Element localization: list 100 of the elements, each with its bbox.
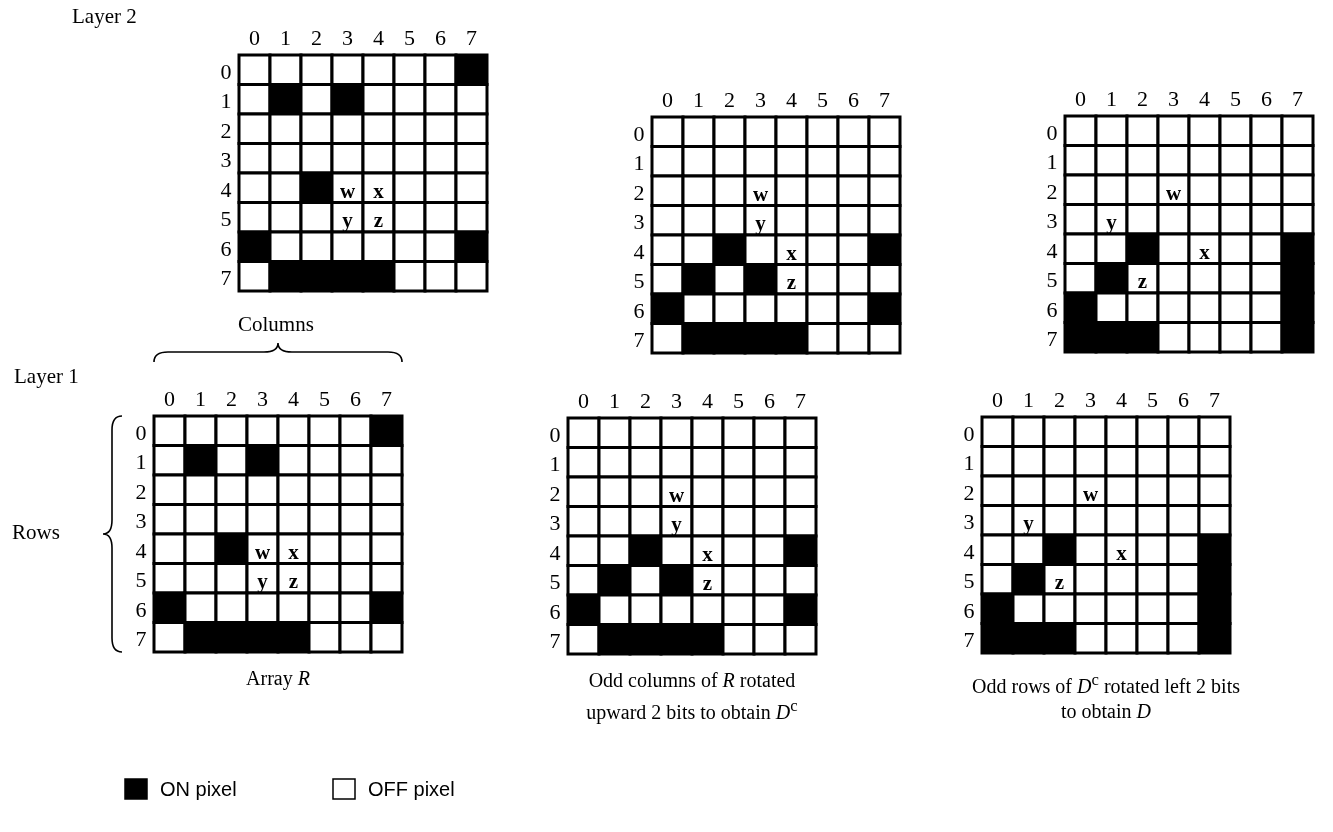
column-number: 2 bbox=[723, 89, 736, 111]
row-number: 6 bbox=[219, 237, 233, 260]
cell-letter: w bbox=[255, 541, 270, 562]
row-number: 0 bbox=[134, 421, 148, 444]
column-number: 5 bbox=[1146, 389, 1159, 411]
array-label: Odd rows of D$^{c}$ rotated left 2 bits to obtain D bbox=[972, 669, 1240, 724]
row-number: 4 bbox=[219, 178, 233, 201]
legend-label: OFF pixel bbox=[368, 777, 455, 801]
row-number: 5 bbox=[1045, 269, 1059, 292]
cell-letter: z bbox=[372, 210, 385, 230]
column-number: 2 bbox=[1053, 389, 1066, 411]
column-number: 4 bbox=[287, 388, 300, 410]
row-number: 4 bbox=[134, 539, 148, 562]
row-number: 5 bbox=[632, 270, 646, 293]
cell-letter: x bbox=[701, 543, 714, 564]
column-number: 6 bbox=[1177, 389, 1190, 411]
column-number: 0 bbox=[991, 389, 1004, 411]
cell-letter: z bbox=[287, 571, 300, 591]
row-number: 6 bbox=[134, 598, 148, 621]
row-number: 2 bbox=[632, 181, 646, 204]
column-number: 7 bbox=[465, 27, 478, 49]
row-number: 7 bbox=[134, 628, 148, 651]
row-number: 7 bbox=[548, 630, 562, 653]
row-number: 2 bbox=[548, 482, 562, 505]
column-number: 3 bbox=[754, 89, 767, 111]
row-number: 2 bbox=[219, 119, 233, 142]
axis-label: Columns bbox=[238, 312, 314, 336]
column-number: 3 bbox=[1084, 389, 1097, 411]
row-number: 4 bbox=[632, 240, 646, 263]
row-number: 5 bbox=[134, 569, 148, 592]
row-number: 0 bbox=[962, 422, 976, 445]
column-number: 6 bbox=[847, 89, 860, 111]
column-number: 6 bbox=[349, 388, 362, 410]
column-number: 3 bbox=[341, 27, 354, 49]
column-number: 2 bbox=[225, 388, 238, 410]
column-number: 1 bbox=[608, 390, 621, 412]
column-number: 4 bbox=[785, 89, 798, 111]
row-number: 3 bbox=[134, 510, 148, 533]
row-number: 7 bbox=[632, 329, 646, 352]
row-number: 6 bbox=[1045, 298, 1059, 321]
row-number: 2 bbox=[134, 480, 148, 503]
column-number: 5 bbox=[816, 89, 829, 111]
column-number: 3 bbox=[256, 388, 269, 410]
legend-label: ON pixel bbox=[160, 777, 237, 801]
row-number: 0 bbox=[1045, 121, 1059, 144]
column-number: 4 bbox=[372, 27, 385, 49]
row-number: 1 bbox=[548, 453, 562, 476]
column-number: 4 bbox=[701, 390, 714, 412]
column-number: 7 bbox=[878, 89, 891, 111]
layer-label: Layer 1 bbox=[14, 364, 79, 388]
column-number: 7 bbox=[1208, 389, 1221, 411]
row-number: 3 bbox=[219, 149, 233, 172]
row-number: 3 bbox=[548, 512, 562, 535]
cell-letter: x bbox=[287, 541, 300, 562]
row-number: 1 bbox=[219, 90, 233, 113]
cell-letter: w bbox=[1166, 182, 1181, 203]
column-number: 5 bbox=[1229, 88, 1242, 110]
row-number: 1 bbox=[632, 152, 646, 175]
row-number: 0 bbox=[548, 423, 562, 446]
column-number: 1 bbox=[279, 27, 292, 49]
column-number: 2 bbox=[639, 390, 652, 412]
cell-letter: z bbox=[701, 573, 714, 593]
column-number: 6 bbox=[434, 27, 447, 49]
column-number: 5 bbox=[403, 27, 416, 49]
column-number: 6 bbox=[763, 390, 776, 412]
column-number: 5 bbox=[318, 388, 331, 410]
row-number: 2 bbox=[962, 481, 976, 504]
row-number: 4 bbox=[1045, 239, 1059, 262]
cell-letter: x bbox=[785, 242, 798, 263]
column-number: 0 bbox=[577, 390, 590, 412]
row-number: 3 bbox=[1045, 210, 1059, 233]
array-label: Array R bbox=[245, 666, 311, 691]
row-number: 3 bbox=[962, 511, 976, 534]
column-number: 3 bbox=[670, 390, 683, 412]
array-label: Odd columns of R rotated upward 2 bits to obtain D$^{c}$ bbox=[585, 668, 799, 725]
row-number: 1 bbox=[962, 452, 976, 475]
row-number: 2 bbox=[1045, 180, 1059, 203]
axis-label: Rows bbox=[12, 520, 60, 544]
row-number: 4 bbox=[962, 540, 976, 563]
column-number: 7 bbox=[380, 388, 393, 410]
row-number: 7 bbox=[962, 629, 976, 652]
cell-letter: z bbox=[1136, 271, 1149, 291]
row-number: 6 bbox=[548, 600, 562, 623]
cell-letter: x bbox=[1198, 241, 1211, 262]
cell-letter: w bbox=[753, 183, 768, 204]
row-number: 6 bbox=[632, 299, 646, 322]
row-number: 1 bbox=[134, 451, 148, 474]
column-number: 0 bbox=[163, 388, 176, 410]
layer-label: Layer 2 bbox=[72, 4, 137, 28]
column-number: 1 bbox=[1105, 88, 1118, 110]
column-number: 7 bbox=[794, 390, 807, 412]
column-number: 3 bbox=[1167, 88, 1180, 110]
column-number: 7 bbox=[1291, 88, 1304, 110]
cell-letter: w bbox=[1083, 483, 1098, 504]
column-number: 0 bbox=[661, 89, 674, 111]
row-number: 7 bbox=[1045, 328, 1059, 351]
row-number: 0 bbox=[632, 122, 646, 145]
column-number: 1 bbox=[1022, 389, 1035, 411]
row-number: 1 bbox=[1045, 151, 1059, 174]
row-number: 5 bbox=[219, 208, 233, 231]
